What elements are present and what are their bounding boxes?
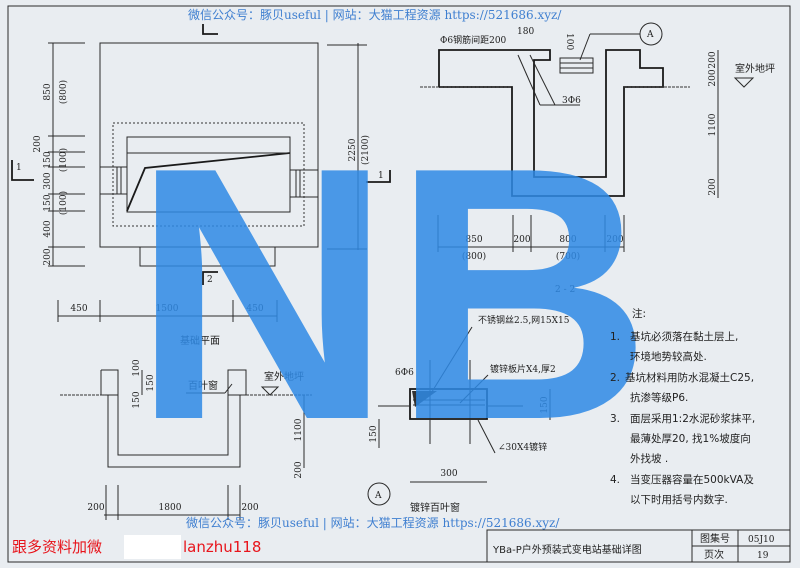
top-dim-100: 100 [564, 33, 574, 50]
dim-150-left: 150 [369, 425, 379, 442]
section-mark-1-left: 1 [16, 163, 22, 173]
notes-heading: 注: [632, 307, 646, 320]
note-3-num: 3. [610, 413, 620, 425]
watermark-top-text: 微信公众号：豚贝useful | 网站：大猫工程资源 https://52168… [188, 7, 562, 22]
section-1-1: 100 150 150 百叶窗 室外地坪 1100 200 200 1800 2… [60, 359, 312, 520]
dim-150b: 150 [43, 194, 53, 211]
dim-200: 200 [294, 461, 304, 478]
page-label: 页次 [704, 548, 724, 561]
dim-1500: 1500 [156, 304, 179, 314]
dim-100: (100) [58, 148, 69, 172]
note-2-line: 基坑材料用防水混凝土C25, [625, 371, 754, 384]
dim-850: 850 [465, 235, 482, 245]
dim-450-left: 450 [70, 304, 87, 314]
bar-label: 3Φ6 [562, 96, 581, 106]
dim-150b: 150 [132, 391, 142, 408]
dim-200b: 200 [606, 235, 623, 245]
dim-1100: 1100 [294, 418, 304, 441]
louver-label: 百叶窗 [188, 379, 218, 392]
dim-200-left: 200 [87, 503, 104, 513]
detail-a: 6Φ6 不锈钢丝2.5,网15X15 镀锌板片X4,厚2 ∠30X4镀锌 150… [367, 314, 570, 514]
foundation-plan: 850 (800) 200 150 (100) 300 150 (100) 40… [11, 24, 391, 347]
dim-150: 150 [43, 151, 53, 168]
dim-200-c: 200 [708, 178, 718, 195]
dim-200b: 200 [43, 248, 53, 265]
ground-label: 室外地坪 [735, 62, 775, 75]
notes: 注: 1. 基坑必须落在黏土层上, 环境地势较高处. 2. 基坑材料用防水混凝土… [610, 307, 755, 506]
atlas-label: 图集号 [700, 532, 730, 545]
dim-1800: 1800 [159, 503, 182, 513]
sheet-border [7, 5, 791, 563]
note-4-line: 以下时用括号内数字. [630, 493, 728, 506]
dim-2100: (2100) [360, 135, 371, 165]
blade-label: 镀锌板片X4,厚2 [490, 363, 556, 375]
dim-2250: 2250 [348, 138, 358, 161]
dim-850: 850 [43, 83, 53, 100]
rebar-label: Φ6钢筋间距200 [440, 34, 507, 46]
note-2-num: 2. [610, 372, 620, 384]
detail-ref-a: A [374, 491, 382, 501]
dim-300: 300 [43, 172, 53, 189]
dim-200-right: 200 [241, 503, 258, 513]
note-4-num: 4. [610, 474, 620, 486]
note-3-line: 最薄处厚20, 找1%坡度向 [630, 432, 751, 445]
note-1-line: 环境地势较高处. [630, 350, 707, 363]
section-2-2: 3Φ6 Φ6钢筋间距200 180 100 A 室外地坪 200 200 110… [420, 22, 775, 295]
note-2-line: 抗渗等级P6. [630, 391, 688, 404]
watermark-logo: NB [132, 93, 652, 495]
dim-100: 100 [132, 359, 142, 376]
dim-150: 150 [146, 374, 156, 391]
rebar-label: 6Φ6 [395, 368, 414, 378]
dim-800: (800) [462, 251, 486, 262]
dim-200-a: 200 [708, 51, 718, 68]
section-mark-1-right: 1 [378, 171, 384, 181]
note-1-line: 基坑必须落在黏土层上, [630, 330, 738, 343]
mesh-label: 不锈钢丝2.5,网15X15 [478, 314, 570, 326]
note-4-line: 当变压器容量在500kVA及 [630, 473, 754, 486]
dim-800: (800) [58, 80, 69, 104]
watermark-bottom-text: 微信公众号：豚贝useful | 网站：大猫工程资源 https://52168… [186, 515, 560, 530]
dim-300: 300 [440, 469, 457, 479]
angle-label: ∠30X4镀锌 [498, 441, 547, 453]
dim-200: 200 [513, 235, 530, 245]
redaction-box [124, 535, 181, 559]
dim-1100: 1100 [708, 113, 718, 136]
atlas-number: 05J10 [748, 535, 775, 545]
page-number: 19 [757, 551, 769, 561]
title-block: YBa-P户外预装式变电站基础详图 图集号 05J10 页次 19 [486, 529, 791, 563]
promo-contact: lanzhu118 [183, 538, 261, 556]
detail-title: 镀锌百叶窗 [410, 501, 460, 514]
promo-text: 跟多资料加微 [12, 538, 102, 556]
dim-200: 200 [33, 135, 43, 152]
section-mark-2-bottom: 2 [207, 275, 213, 285]
note-3-line: 外找坡 . [630, 452, 668, 465]
note-3-line: 面层采用1:2水泥砂浆抹平, [630, 412, 755, 425]
dim-200-b: 200 [708, 69, 718, 86]
dim-800b: 800 [559, 235, 576, 245]
dim-450-right: 450 [246, 304, 263, 314]
ground-label: 室外地坪 [264, 370, 304, 383]
drawing-title: YBa-P户外预装式变电站基础详图 [492, 543, 642, 556]
dim-700: (700) [556, 251, 580, 262]
note-1-num: 1. [610, 331, 620, 343]
section-2-2-title: 2 - 2 [555, 285, 575, 295]
top-dim-180: 180 [517, 27, 534, 37]
plan-title: 基础平面 [180, 334, 220, 347]
detail-ref-a: A [646, 30, 654, 40]
dim-400: 400 [43, 220, 53, 237]
dim-150-right: 150 [540, 396, 550, 413]
dim-100b: (100) [58, 191, 69, 215]
